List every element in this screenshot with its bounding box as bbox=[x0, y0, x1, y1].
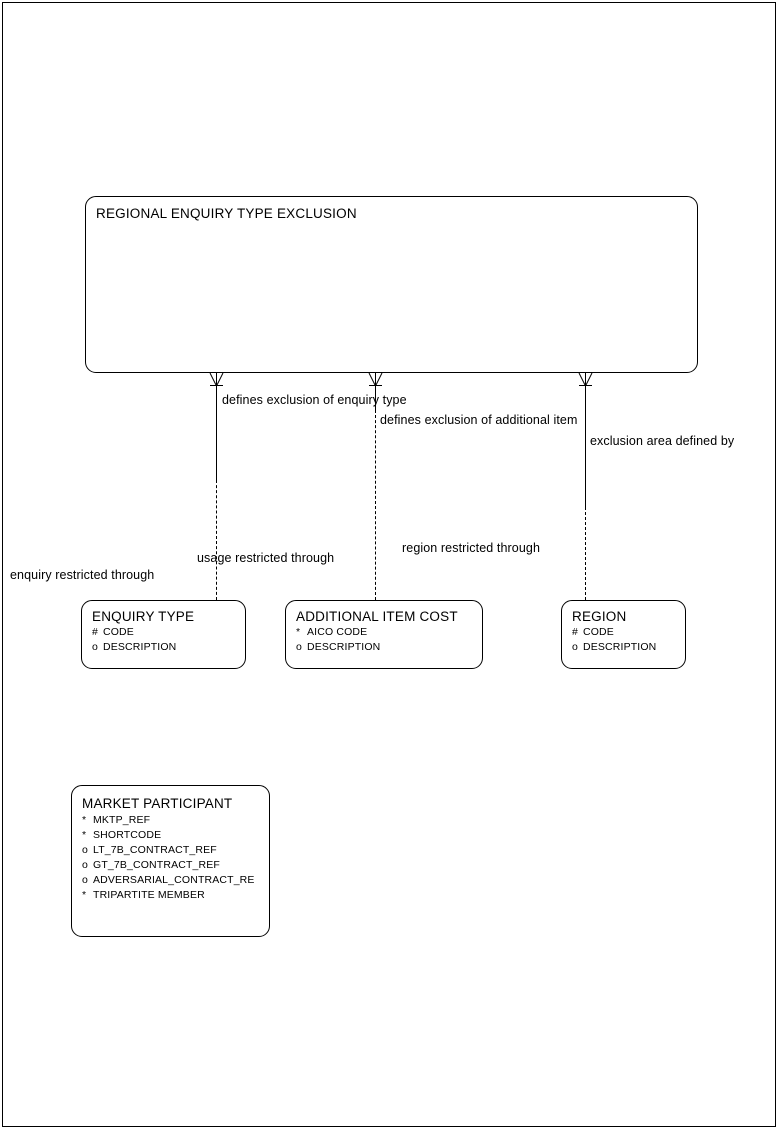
entity-regional-enquiry-type-exclusion[interactable]: REGIONAL ENQUIRY TYPE EXCLUSION bbox=[85, 196, 698, 373]
entity-region[interactable]: REGION # CODE o DESCRIPTION bbox=[561, 600, 686, 669]
relationship-label-exclusion-area-defined-by: exclusion area defined by bbox=[590, 434, 735, 448]
attribute-row: o LT_7B_CONTRACT_REF bbox=[82, 843, 255, 858]
attribute-row: o DESCRIPTION bbox=[92, 640, 176, 655]
attribute-row: # CODE bbox=[572, 625, 656, 640]
attribute-marker: o bbox=[572, 641, 578, 653]
relationship-label-usage-restricted-through: usage restricted through bbox=[197, 551, 335, 565]
relationship-label-defines-exclusion-of-enquiry-type: defines exclusion of enquiry type bbox=[222, 393, 407, 407]
attribute-row: * TRIPARTITE MEMBER bbox=[82, 888, 255, 903]
attribute-name: MKTP_REF bbox=[93, 814, 151, 826]
attribute-name: AICO CODE bbox=[307, 626, 368, 638]
attribute-marker: o bbox=[296, 641, 302, 653]
relationship-line-region-upper[interactable] bbox=[585, 373, 586, 507]
attribute-marker: o bbox=[92, 641, 98, 653]
entity-title: ENQUIRY TYPE bbox=[92, 609, 195, 624]
attribute-name: TRIPARTITE MEMBER bbox=[93, 889, 205, 901]
attribute-marker: # bbox=[92, 626, 98, 638]
attribute-list: # CODE o DESCRIPTION bbox=[572, 625, 656, 655]
entity-additional-item-cost[interactable]: ADDITIONAL ITEM COST * AICO CODE o DESCRIP… bbox=[285, 600, 483, 669]
attribute-name: DESCRIPTION bbox=[307, 641, 381, 653]
attribute-name: LT_7B_CONTRACT_REF bbox=[93, 844, 217, 856]
relationship-line-additional-item-upper[interactable] bbox=[375, 373, 376, 410]
entity-title: ADDITIONAL ITEM COST bbox=[296, 609, 458, 624]
attribute-marker: * bbox=[82, 889, 87, 901]
entity-title: MARKET PARTICIPANT bbox=[82, 796, 233, 811]
attribute-marker: * bbox=[82, 814, 87, 826]
attribute-name: SHORTCODE bbox=[93, 829, 162, 841]
entity-title: REGIONAL ENQUIRY TYPE EXCLUSION bbox=[96, 206, 357, 221]
attribute-list: # CODE o DESCRIPTION bbox=[92, 625, 176, 655]
attribute-name: DESCRIPTION bbox=[103, 641, 177, 653]
attribute-row: * AICO CODE bbox=[296, 625, 380, 640]
attribute-name: GT_7B_CONTRACT_REF bbox=[93, 859, 220, 871]
attribute-row: * SHORTCODE bbox=[82, 828, 255, 843]
attribute-row: o ADVERSARIAL_CONTRACT_RE bbox=[82, 873, 255, 888]
attribute-row: o DESCRIPTION bbox=[296, 640, 380, 655]
relationship-label-enquiry-restricted-through: enquiry restricted through bbox=[10, 568, 155, 582]
attribute-marker: o bbox=[82, 844, 88, 856]
entity-market-participant[interactable]: MARKET PARTICIPANT * MKTP_REF * SHORTCODE … bbox=[71, 785, 270, 937]
attribute-marker: o bbox=[82, 859, 88, 871]
entity-title: REGION bbox=[572, 609, 627, 624]
attribute-row: o DESCRIPTION bbox=[572, 640, 656, 655]
attribute-name: DESCRIPTION bbox=[583, 641, 657, 653]
attribute-row: # CODE bbox=[92, 625, 176, 640]
attribute-marker: * bbox=[82, 829, 87, 841]
relationship-line-region-lower[interactable] bbox=[585, 507, 586, 600]
attribute-row: o GT_7B_CONTRACT_REF bbox=[82, 858, 255, 873]
attribute-name: CODE bbox=[583, 626, 614, 638]
attribute-marker: o bbox=[82, 874, 88, 886]
attribute-marker: * bbox=[296, 626, 301, 638]
attribute-marker: # bbox=[572, 626, 578, 638]
relationship-line-additional-item-lower[interactable] bbox=[375, 410, 376, 600]
relationship-label-defines-exclusion-of-additional-item: defines exclusion of additional item bbox=[380, 413, 578, 427]
attribute-list: * MKTP_REF * SHORTCODE o LT_7B_CONTRACT_REF… bbox=[82, 813, 255, 903]
attribute-name: ADVERSARIAL_CONTRACT_RE bbox=[93, 874, 255, 886]
attribute-name: CODE bbox=[103, 626, 134, 638]
relationship-label-region-restricted-through: region restricted through bbox=[402, 541, 540, 555]
attribute-list: * AICO CODE o DESCRIPTION bbox=[296, 625, 380, 655]
attribute-row: * MKTP_REF bbox=[82, 813, 255, 828]
relationship-line-enquiry-type-lower[interactable] bbox=[216, 480, 217, 600]
relationship-line-enquiry-type-upper[interactable] bbox=[216, 373, 217, 480]
entity-enquiry-type[interactable]: ENQUIRY TYPE # CODE o DESCRIPTION bbox=[81, 600, 246, 669]
